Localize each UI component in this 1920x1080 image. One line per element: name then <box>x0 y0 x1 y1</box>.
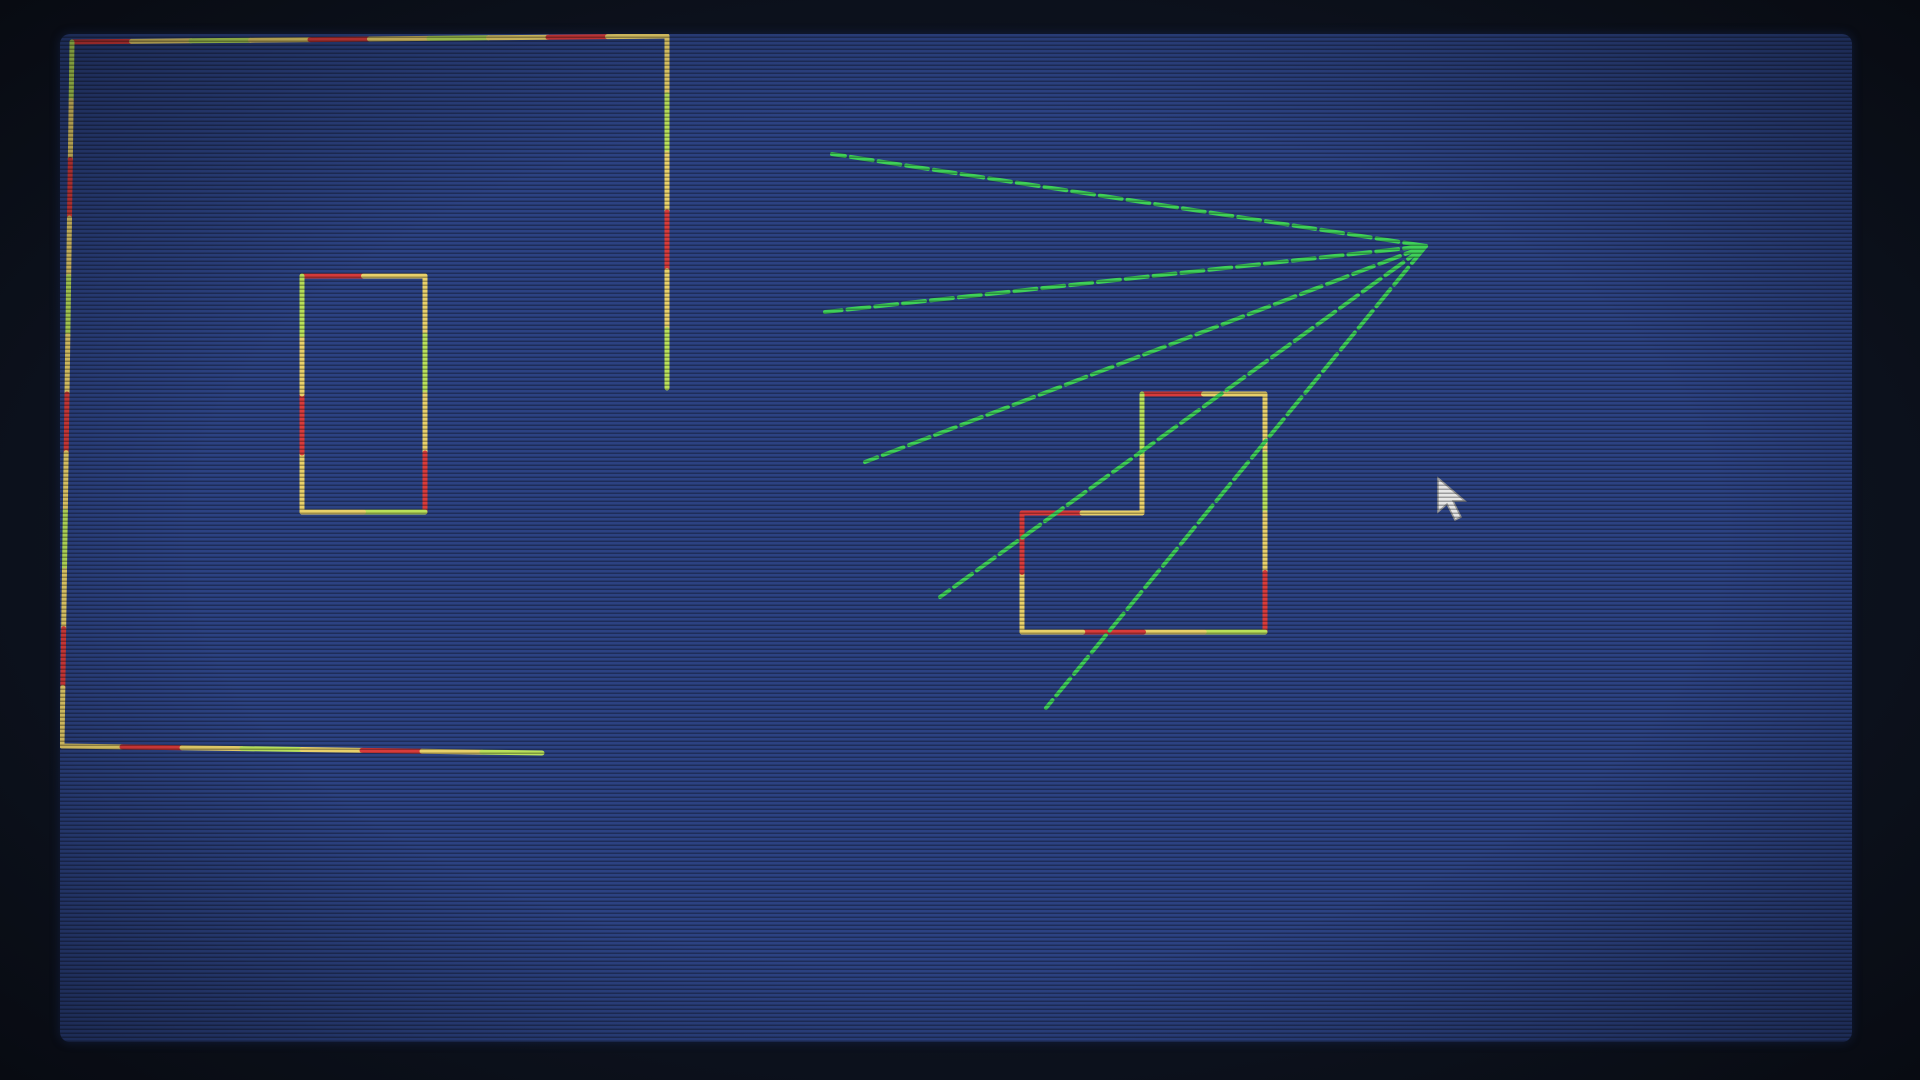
wall-segment <box>119 744 185 751</box>
wall-segment <box>63 391 70 456</box>
wall-segment <box>60 626 67 690</box>
map-background <box>60 34 1852 1042</box>
rays-layer <box>823 152 1428 710</box>
wall-segment <box>248 37 313 43</box>
wall-segment <box>61 567 67 632</box>
ray-line <box>830 152 1428 248</box>
ray-line <box>863 244 1428 464</box>
walls-layer <box>60 34 1268 756</box>
ray-line <box>938 244 1428 599</box>
wall-segment <box>64 332 71 397</box>
wall-segment <box>239 746 305 752</box>
wall-segment <box>367 35 432 42</box>
wall-segment <box>486 34 551 41</box>
wall-segment <box>68 39 75 104</box>
wall-segment <box>479 749 545 756</box>
wall-segment <box>299 747 365 753</box>
ray-line <box>1044 244 1428 710</box>
wall-segment <box>67 156 73 221</box>
wall-segment <box>60 743 125 750</box>
game-viewport[interactable] <box>60 34 1852 1042</box>
wall-segment <box>545 34 610 40</box>
ray-line <box>823 244 1428 314</box>
wall-segment <box>188 37 253 44</box>
wall-segment <box>60 684 66 749</box>
wall-segment <box>307 36 372 43</box>
arrow-cursor-icon <box>1437 476 1468 522</box>
wall-segment <box>129 38 194 44</box>
wall-segment <box>62 508 68 573</box>
wall-segment <box>179 745 245 752</box>
wall-segment <box>67 98 74 162</box>
arrow-cursor-shape <box>1437 476 1468 522</box>
wall-segment <box>69 38 134 45</box>
wall-segment <box>62 450 69 514</box>
wall-segment <box>359 747 425 754</box>
wall-segment <box>419 748 485 755</box>
wall-segment <box>66 215 72 280</box>
wall-segment <box>605 34 670 40</box>
wall-segment <box>426 35 491 41</box>
top-down-map <box>60 34 1852 1042</box>
wall-segment <box>65 274 72 338</box>
